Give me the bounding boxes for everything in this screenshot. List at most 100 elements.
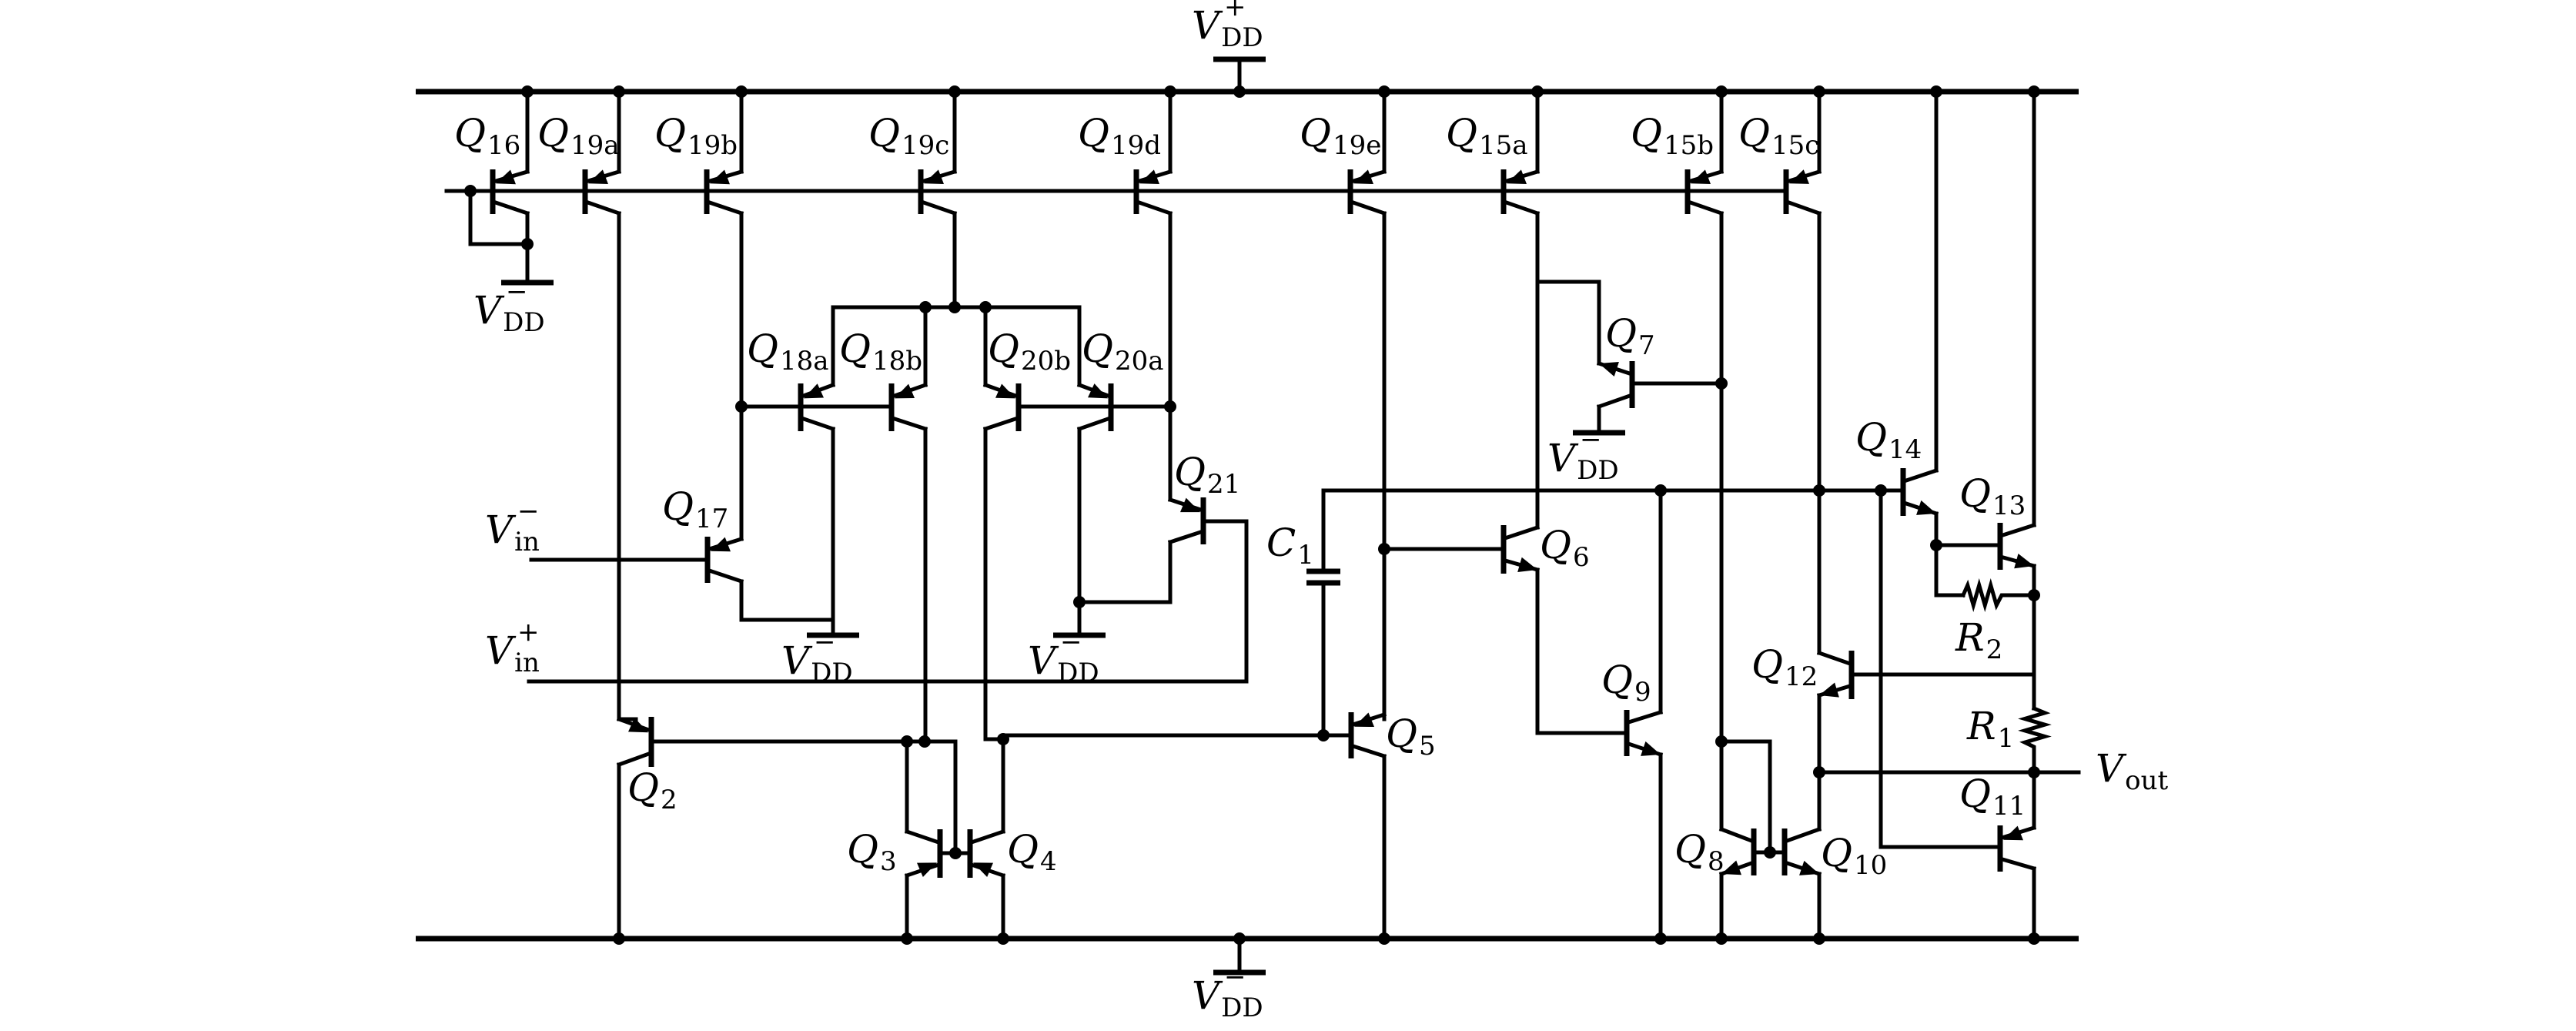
q17-bottom-lead — [704, 567, 744, 584]
transistor-label-q19c: Q19c — [868, 111, 949, 161]
r1-label: R1 — [1966, 704, 2014, 754]
transistor-label-q14: Q14 — [1855, 415, 1922, 465]
junction-dot — [521, 238, 534, 250]
junction-dot — [1073, 596, 1086, 608]
q20b-bottom-lead — [982, 415, 1022, 432]
transistor-label-q15a: Q15a — [1446, 111, 1528, 161]
q19b-bottom-lead — [704, 199, 744, 216]
transistor-label-q19d: Q19d — [1078, 111, 1161, 161]
junction-dot — [997, 932, 1009, 945]
q18a-bottom-lead — [798, 415, 836, 432]
vin-plus-wire — [527, 519, 1249, 684]
q20b-emitter-arrow-icon — [995, 383, 1015, 399]
junction-dot — [2028, 766, 2040, 778]
vout-label: Vout — [2096, 746, 2168, 796]
q17-collector — [739, 579, 835, 622]
vin-minus-label-sup: − — [517, 496, 540, 527]
q19a-collector — [617, 211, 638, 721]
junction-dot — [613, 932, 625, 945]
junction-dot — [901, 735, 913, 748]
junction-dot — [1715, 735, 1728, 748]
junction-dot — [2028, 932, 2040, 945]
junction-dot — [1164, 400, 1176, 413]
transistor-label-q18a: Q18a — [747, 326, 829, 377]
q8-diode-wire — [1719, 739, 1772, 855]
q4-top-lead — [967, 828, 1006, 845]
junction-dot — [1813, 932, 1825, 945]
transistor-label-q10: Q10 — [1821, 831, 1887, 881]
junction-dot — [1378, 932, 1390, 945]
transistor-label-q19b: Q19b — [654, 111, 738, 161]
junction-dot — [1813, 484, 1825, 497]
junction-dot — [997, 733, 1009, 745]
q2-bottom-lead — [616, 750, 654, 768]
junction-dot — [1654, 484, 1667, 497]
transistor-label-q17: Q17 — [662, 484, 728, 534]
q18b-bottom-lead — [888, 415, 928, 432]
q12-emitter-arrow-icon — [1819, 682, 1839, 698]
q2-emitter-arrow-icon — [628, 718, 648, 733]
q19e-emitter-arrow-icon — [1353, 169, 1373, 185]
junction-dot — [613, 85, 625, 98]
transistor-label-q6: Q6 — [1540, 523, 1590, 573]
q16-diode-wire — [468, 189, 530, 246]
junction-dot — [735, 85, 748, 98]
q5-emitter-arrow-icon — [1354, 712, 1374, 728]
vdd-minus-label-q18a: VDD — [781, 638, 853, 688]
q4-emitter-arrow-icon — [973, 862, 993, 877]
q15c-bottom-lead — [1783, 199, 1822, 216]
junction-dot — [1654, 932, 1667, 945]
q15b-bottom-lead — [1684, 199, 1725, 216]
junction-dot — [1378, 85, 1390, 98]
q13-emitter-arrow-icon — [2014, 554, 2034, 569]
vdd-minus-label-bottom-sup: − — [1224, 962, 1246, 993]
q17-emitter-arrow-icon — [711, 537, 731, 552]
q14-emitter-arrow-icon — [1916, 500, 1936, 515]
transistor-label-q19a: Q19a — [537, 111, 620, 161]
q21-emitter-arrow-icon — [1180, 497, 1200, 513]
vdd-minus-label-q7: VDD — [1547, 436, 1619, 486]
junction-dot — [1715, 932, 1728, 945]
junction-dot — [918, 735, 931, 748]
transistor-label-q3: Q3 — [847, 827, 897, 877]
q19b-emitter-arrow-icon — [710, 169, 730, 185]
transistor-label-q15b: Q15b — [1631, 111, 1714, 161]
transistor-label-q2: Q2 — [627, 765, 677, 815]
vdd-minus-label-q7-sup: − — [1580, 424, 1602, 455]
vdd-minus-label-q20a-sup: − — [1060, 627, 1082, 658]
r2-label: R2 — [1955, 615, 2002, 665]
r1-resistor — [2018, 705, 2052, 830]
q12-top-lead — [1816, 650, 1855, 667]
q19d-bottom-lead — [1133, 199, 1173, 216]
transistor-label-q20b: Q20b — [988, 326, 1071, 377]
transistor-label-q19e: Q19e — [1300, 111, 1381, 161]
q8-emitter-arrow-icon — [1721, 860, 1741, 875]
q14-emitter — [1934, 511, 1965, 598]
q19c-bottom-lead — [918, 199, 958, 216]
q18a-emitter-arrow-icon — [804, 383, 824, 399]
junction-dot — [979, 301, 992, 313]
q6-top-lead — [1500, 524, 1541, 541]
junction-dot — [949, 847, 962, 859]
q20a-emitter-arrow-icon — [1088, 383, 1108, 399]
q15c-emitter-arrow-icon — [1789, 169, 1809, 184]
vin-minus-label: Vin — [485, 507, 540, 557]
transistor-label-q18b: Q18b — [839, 326, 922, 377]
q20a-bottom-lead — [1076, 415, 1114, 432]
junction-dot — [2028, 85, 2040, 98]
vdd-plus-label-sup: + — [1224, 0, 1246, 22]
transistor-label-q20a: Q20a — [1082, 326, 1164, 377]
junction-dot — [919, 301, 932, 313]
q6-emitter — [1535, 567, 1629, 735]
q3-top-lead — [904, 828, 943, 845]
c1-top-bus — [1321, 488, 1883, 574]
junction-dot — [1317, 729, 1330, 741]
transistor-label-q16: Q16 — [454, 111, 520, 161]
transistor-label-q12: Q12 — [1751, 642, 1818, 692]
junction-dot — [901, 932, 913, 945]
vdd-minus-label-q16: VDD — [473, 288, 545, 338]
transistor-label-q8: Q8 — [1674, 827, 1725, 877]
junction-dot — [1930, 539, 1942, 551]
q11-bottom-lead — [1997, 856, 2037, 872]
